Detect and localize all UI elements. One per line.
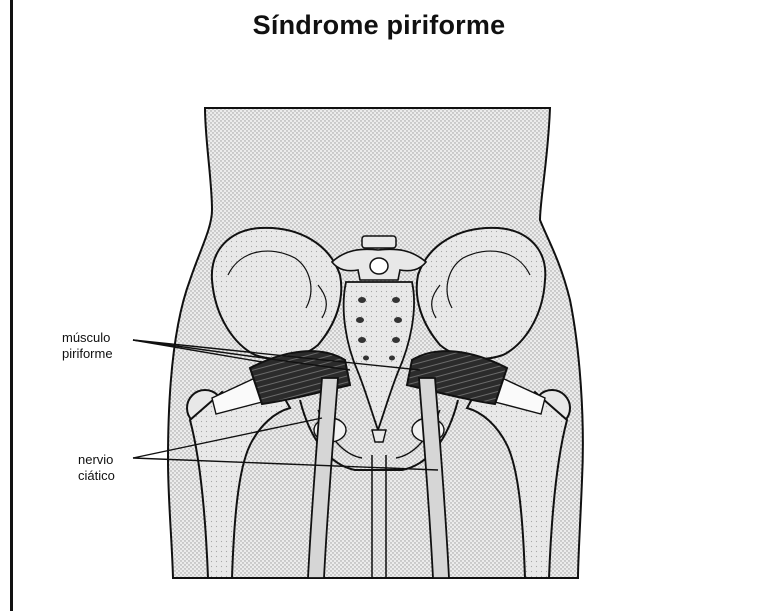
sciatic-label-line2: ciático (78, 468, 115, 484)
piriformis-label-line1: músculo (62, 330, 113, 346)
piriformis-label-line2: piriforme (62, 346, 113, 362)
sciatic-label: nervio ciático (78, 452, 115, 484)
piriformis-label: músculo piriforme (62, 330, 113, 362)
sciatic-label-line1: nervio (78, 452, 115, 468)
